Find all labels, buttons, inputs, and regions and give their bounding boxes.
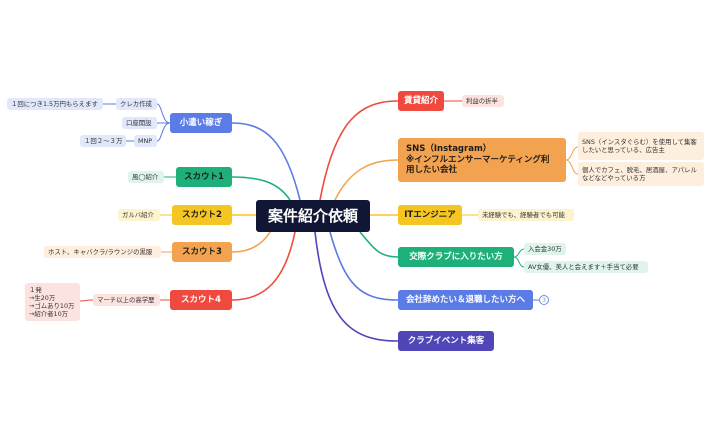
scout-4-detail-line: →ゴムあり10万 [29, 302, 75, 310]
scout-4-detail-line: →生20万 [29, 294, 56, 302]
note-bank-account[interactable]: 口座開設 [122, 117, 157, 129]
note-club-detail[interactable]: AV女優、美人と会えます＋手当て必要 [524, 261, 648, 273]
note-chintai[interactable]: 利益の折半 [462, 95, 504, 107]
note-credit-card[interactable]: クレカ作成 [116, 98, 157, 110]
sns-line-2: ※インフルエンサーマーケティング利 [406, 154, 550, 165]
edge-scout3 [231, 231, 271, 253]
scout-4-detail-line: １発 [29, 286, 42, 294]
edge-quit [329, 231, 399, 301]
scout-4-detail-line: →紹介者10万 [29, 310, 69, 318]
edge-scout1 [231, 176, 291, 201]
collapsed-children-badge[interactable]: 3 [539, 295, 549, 305]
edge-scout4 [231, 231, 296, 301]
edge-event [314, 231, 399, 342]
note-club-fee[interactable]: 入会金30万 [524, 243, 566, 255]
topic-club[interactable]: 交際クラブに入りたい方 [398, 247, 514, 267]
topic-scout-1[interactable]: スカウト1 [176, 167, 232, 187]
note-scout-2[interactable]: ガルバ紹介 [118, 209, 160, 221]
topic-kozukai[interactable]: 小遣い稼ぎ [170, 113, 232, 133]
topic-quit-job[interactable]: 会社辞めたい＆退職したい方へ [398, 290, 533, 310]
topic-club-event[interactable]: クラブイベント集客 [398, 331, 494, 351]
central-topic[interactable]: 案件紹介依頼 [256, 200, 370, 232]
note-scout-4-detail[interactable]: １発 →生20万 →ゴムあり10万 →紹介者10万 [25, 283, 80, 321]
note-scout-3[interactable]: ホスト、キャバクラ/ラウンジの黒服 [44, 246, 161, 258]
note-sns-advertiser[interactable]: SNS（インスタぐらむ）を使用して集客したいと思っている、広告主 [578, 132, 704, 160]
note-mnp-reward[interactable]: １回２〜３万 [80, 135, 126, 147]
topic-scout-3[interactable]: スカウト3 [172, 242, 232, 262]
edge-sns [334, 159, 399, 201]
topic-sns[interactable]: SNS（Instagram） ※インフルエンサーマーケティング利 用したい会社 [398, 138, 566, 182]
note-mnp[interactable]: MNP [134, 135, 157, 147]
edge-club [359, 231, 399, 258]
note-scout-4[interactable]: マーチ以上の高学歴 [93, 294, 160, 306]
edge-chintai [319, 100, 399, 201]
note-scout-1[interactable]: 風◯紹介 [128, 171, 164, 183]
sns-line-3: 用したい会社 [406, 165, 458, 176]
topic-chintai[interactable]: 賃貸紹介 [398, 91, 444, 111]
note-sns-shops[interactable]: 個人でカフェ、脱毛、居酒屋、アパレルなどなどやっている方 [578, 162, 704, 186]
note-credit-card-reward[interactable]: １回につき1.5万円もらえます [7, 98, 103, 110]
note-it-engineer[interactable]: 未経験でも、経験者でも可能 [478, 209, 574, 221]
topic-it-engineer[interactable]: ITエンジニア [398, 205, 462, 225]
sns-line-1: SNS（Instagram） [406, 144, 492, 155]
topic-scout-4[interactable]: スカウト4 [170, 290, 232, 310]
topic-scout-2[interactable]: スカウト2 [172, 205, 232, 225]
edge-kozukai [231, 122, 301, 201]
